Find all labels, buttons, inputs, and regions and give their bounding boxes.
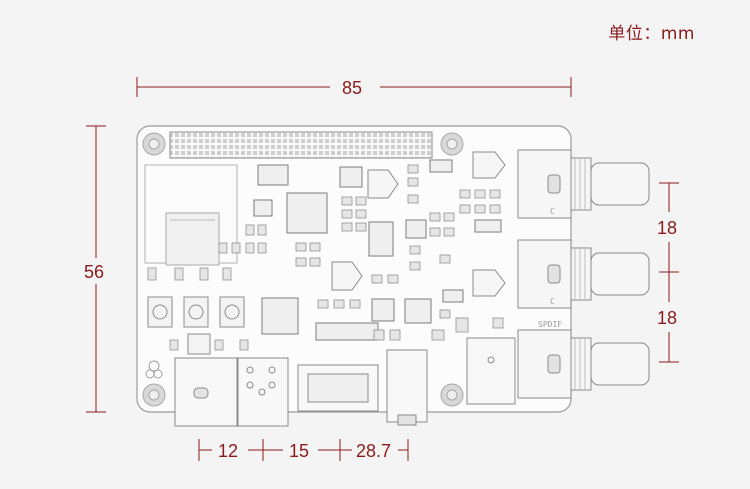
smd-components xyxy=(147,164,504,351)
tact-buttons xyxy=(147,296,245,355)
jack-label-2: C xyxy=(550,297,555,306)
bottom-spacing-3-label: 28.7 xyxy=(356,441,392,461)
unit-label: 单位：mm xyxy=(608,24,695,44)
board-height-label: 56 xyxy=(84,262,105,282)
bottom-connectors xyxy=(174,337,516,427)
dimension-lines xyxy=(86,77,679,461)
gpio-header xyxy=(169,131,433,159)
silkscreen: C C SPDIF xyxy=(538,207,562,329)
bottom-spacing-2-label: 15 xyxy=(289,441,310,461)
jack-spacing-1-label: 18 xyxy=(657,218,678,238)
ic-chips xyxy=(253,159,502,341)
rca-jacks xyxy=(517,149,650,399)
jack-label-3: SPDIF xyxy=(538,320,562,329)
jack-label-1: C xyxy=(550,207,555,216)
jack-ridges xyxy=(574,158,586,390)
capacitors xyxy=(331,151,506,297)
raspberry-logo xyxy=(145,360,163,379)
jack-spacing-2-label: 18 xyxy=(657,308,678,328)
bottom-spacing-1-label: 12 xyxy=(218,441,239,461)
board-width-label: 85 xyxy=(342,78,363,98)
mounting-holes xyxy=(142,132,464,407)
